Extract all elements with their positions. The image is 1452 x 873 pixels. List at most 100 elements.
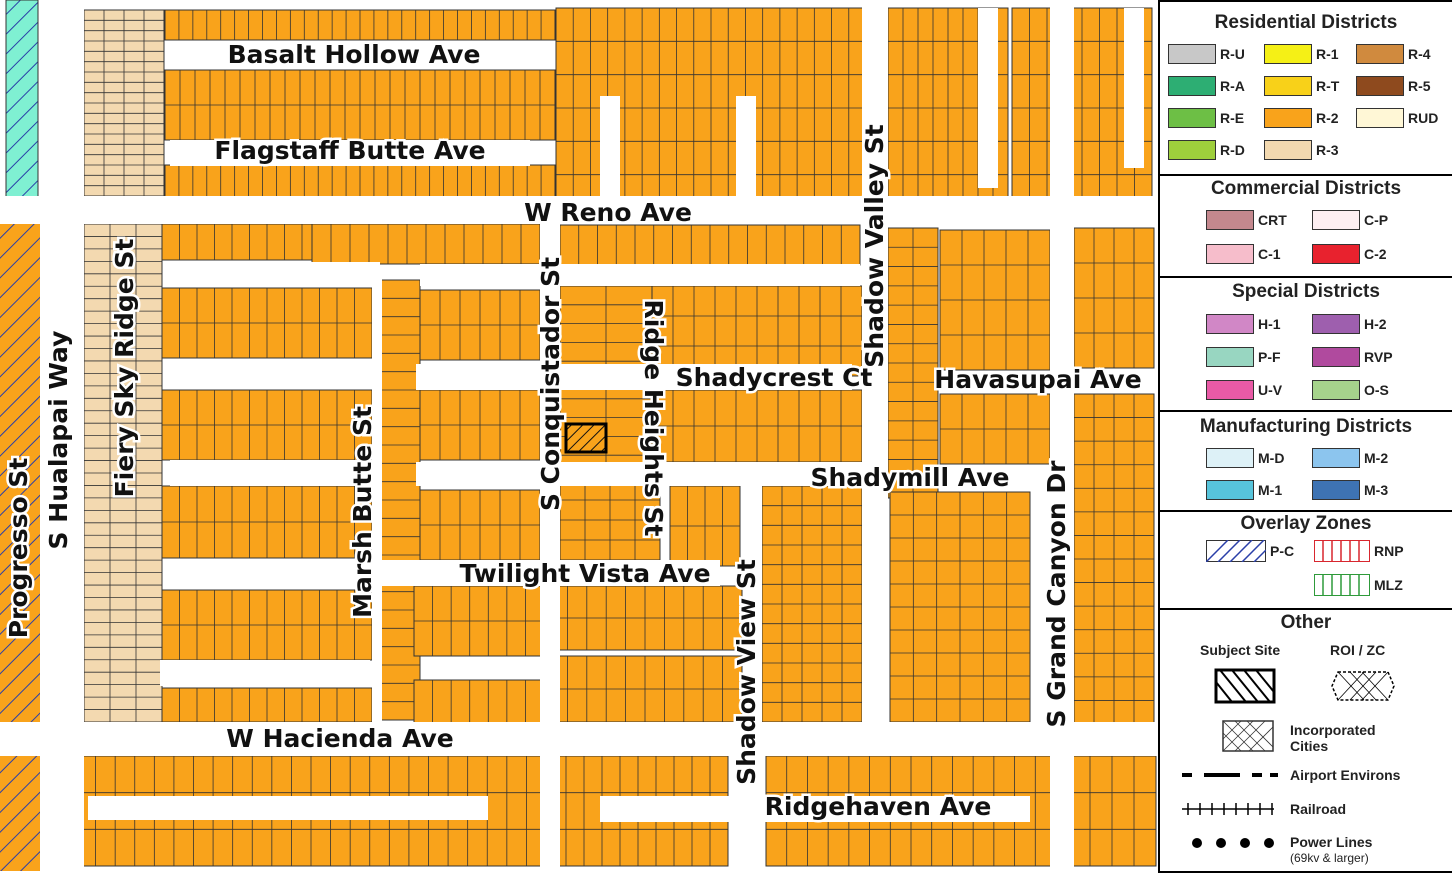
roi-zc-swatch bbox=[1331, 671, 1395, 701]
roi-zc-label: ROI / ZC bbox=[1330, 642, 1386, 658]
parcel-block bbox=[419, 289, 541, 361]
road bbox=[160, 660, 370, 686]
legend-item-r-4: R-4 bbox=[1356, 44, 1431, 64]
pc-overlay-strip bbox=[5, 0, 39, 213]
road bbox=[744, 486, 762, 722]
legend-item-m-3: M-3 bbox=[1312, 480, 1388, 500]
street-label: Progresso St bbox=[4, 458, 33, 639]
legend-swatch bbox=[1264, 108, 1312, 128]
parcel-block bbox=[1067, 755, 1157, 867]
road bbox=[978, 8, 998, 188]
parcel-block bbox=[161, 589, 373, 661]
legend-swatch bbox=[1206, 314, 1254, 334]
road bbox=[170, 262, 380, 286]
airport-environs-label: Airport Environs bbox=[1290, 767, 1401, 783]
street-label: Twilight Vista Ave bbox=[459, 559, 710, 588]
legend-item-p-f: P-F bbox=[1206, 347, 1281, 367]
parcel-block bbox=[761, 485, 863, 723]
power-lines-note: (69kv & larger) bbox=[1290, 851, 1369, 865]
parcel-block bbox=[559, 224, 861, 266]
legend-swatch bbox=[1168, 44, 1216, 64]
legend-item-r-2: R-2 bbox=[1264, 108, 1339, 128]
street-label: Shadow Valley St bbox=[860, 124, 889, 367]
legend-item-c-p: C-P bbox=[1312, 210, 1388, 230]
legend-code: CRT bbox=[1258, 212, 1287, 228]
legend-item-r-u: R-U bbox=[1168, 44, 1245, 64]
legend-item-h-2: H-2 bbox=[1312, 314, 1387, 334]
parcel-block bbox=[887, 227, 939, 499]
street-label: Ridge Heights St bbox=[639, 300, 668, 537]
street-label: S Hualapai Way bbox=[44, 331, 73, 550]
legend-commercial-title: Commercial Districts bbox=[1210, 178, 1402, 199]
parcel-block bbox=[379, 279, 421, 721]
road bbox=[170, 362, 380, 388]
road bbox=[600, 796, 1030, 822]
legend-swatch bbox=[1264, 76, 1312, 96]
legend-code: R-5 bbox=[1408, 78, 1431, 94]
street-label: Marsh Butte St bbox=[348, 406, 377, 618]
legend-item-r-e: R-E bbox=[1168, 108, 1244, 128]
legend-code: M-D bbox=[1258, 450, 1285, 466]
legend-item-r-a: R-A bbox=[1168, 76, 1245, 96]
legend-code: RVP bbox=[1364, 349, 1393, 365]
street-label: Shadymill Ave bbox=[810, 463, 1009, 492]
power-lines-label: Power Lines bbox=[1290, 834, 1373, 850]
road bbox=[40, 0, 84, 871]
street-label: W Hacienda Ave bbox=[226, 724, 453, 753]
parcel-block bbox=[419, 389, 541, 461]
legend-item-c-1: C-1 bbox=[1206, 244, 1281, 264]
street-label: Flagstaff Butte Ave bbox=[214, 136, 485, 165]
street-label: Basalt Hollow Ave bbox=[228, 40, 481, 69]
legend-item-r-1: R-1 bbox=[1264, 44, 1339, 64]
road bbox=[88, 796, 488, 820]
legend-code: U-V bbox=[1258, 382, 1283, 398]
legend-swatch bbox=[1168, 76, 1216, 96]
legend-swatch bbox=[1206, 380, 1254, 400]
legend-swatch bbox=[1206, 210, 1254, 230]
legend-item-r-3: R-3 bbox=[1264, 140, 1339, 160]
road bbox=[420, 264, 860, 286]
legend-code: C-2 bbox=[1364, 246, 1387, 262]
legend-swatch bbox=[1356, 108, 1404, 128]
railroad-line bbox=[1182, 803, 1274, 815]
legend-code: M-2 bbox=[1364, 450, 1389, 466]
legend-code: R-2 bbox=[1316, 110, 1339, 126]
road bbox=[170, 460, 380, 486]
legend-code: RNP bbox=[1374, 543, 1404, 559]
road bbox=[372, 270, 382, 722]
legend-item-rud: RUD bbox=[1356, 108, 1438, 128]
parcel-block bbox=[939, 229, 1051, 371]
legend-swatch bbox=[1168, 140, 1216, 160]
pc-overlay-strip-lower bbox=[0, 212, 40, 871]
legend-code: M-1 bbox=[1258, 482, 1283, 498]
street-label: Shadow View St bbox=[732, 559, 761, 785]
legend-item-r-t: R-T bbox=[1264, 76, 1339, 96]
legend-code: P-C bbox=[1270, 543, 1295, 559]
legend-code: R-4 bbox=[1408, 46, 1431, 62]
road bbox=[416, 364, 852, 390]
road bbox=[600, 96, 620, 206]
legend-swatch bbox=[1356, 44, 1404, 64]
airport-environs-line bbox=[1182, 773, 1278, 777]
parcel-block bbox=[889, 491, 1031, 723]
legend-code: P-F bbox=[1258, 349, 1281, 365]
legend-code: R-3 bbox=[1316, 142, 1339, 158]
legend-item-crt: CRT bbox=[1206, 210, 1287, 230]
legend-code: RUD bbox=[1408, 110, 1439, 126]
legend-special-title: Special Districts bbox=[1232, 281, 1380, 302]
power-lines-symbol bbox=[1192, 838, 1274, 848]
legend-swatch bbox=[1312, 210, 1360, 230]
legend-other: Other Subject Site ROI / ZC Incorporated… bbox=[1160, 610, 1452, 871]
parcel-block bbox=[161, 287, 373, 359]
parcel-block bbox=[413, 679, 545, 725]
legend-code: C-1 bbox=[1258, 246, 1281, 262]
street-label: W Reno Ave bbox=[524, 198, 692, 227]
legend-item-o-s: O-S bbox=[1312, 380, 1389, 400]
road bbox=[736, 96, 756, 206]
